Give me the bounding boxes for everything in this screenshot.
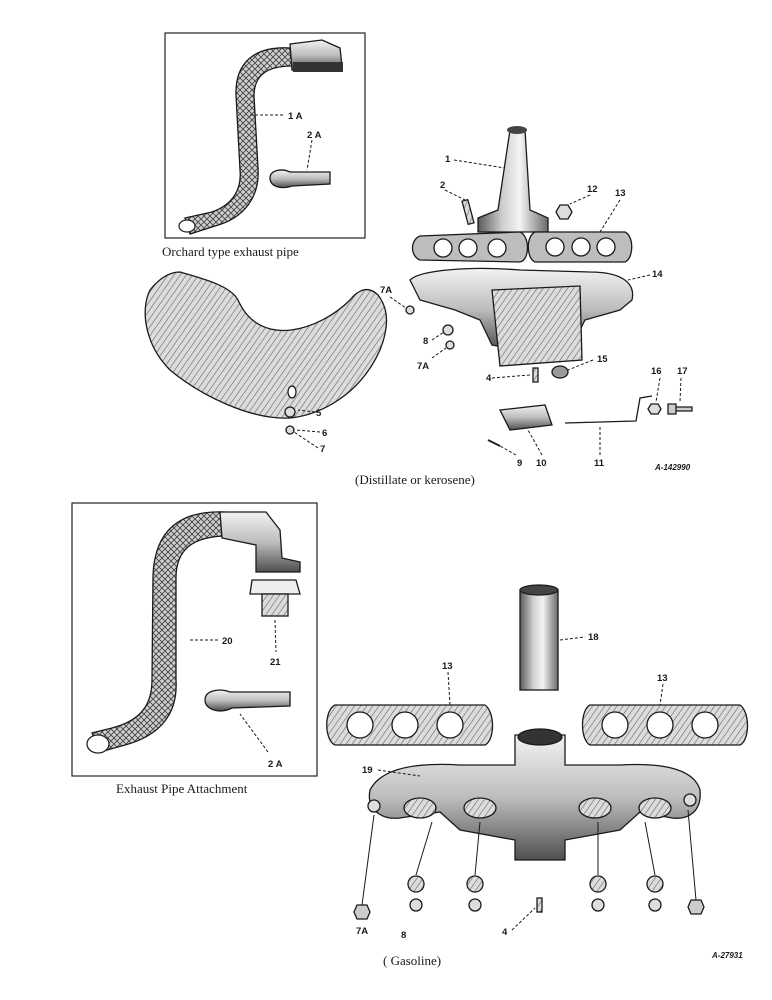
port-1 xyxy=(403,797,437,819)
caption-distillate: (Distillate or kerosene) xyxy=(355,472,475,487)
label-7a-mid: 7A xyxy=(417,361,429,372)
nut-8-b xyxy=(468,898,482,912)
label-11: 11 xyxy=(594,458,605,469)
gasoline-manifold-group xyxy=(326,584,749,931)
caption-orchard: Orchard type exhaust pipe xyxy=(162,244,299,259)
heat-shield-5 xyxy=(144,271,388,419)
port-2 xyxy=(463,797,497,819)
label-7: 7 xyxy=(320,444,325,455)
nut-7a-bottom-left xyxy=(353,904,371,920)
nut-8-d xyxy=(648,898,662,912)
label-1: 1 xyxy=(445,154,451,165)
pipe-outlet xyxy=(178,219,196,233)
code-top: A-142990 xyxy=(654,463,691,472)
gasket-13-left xyxy=(326,704,494,746)
caption-attachment: Exhaust Pipe Attachment xyxy=(116,781,248,796)
pipe-nipple-18 xyxy=(519,589,559,691)
adapter-threads-21 xyxy=(261,593,289,617)
pipe-outlet-bottom xyxy=(86,734,110,754)
label-9: 9 xyxy=(517,458,522,469)
riser-opening xyxy=(517,728,563,746)
manifold-19 xyxy=(368,734,701,861)
washer-8-a xyxy=(407,875,425,893)
label-4-top: 4 xyxy=(486,373,492,384)
label-14: 14 xyxy=(652,269,663,280)
mount-hole-right xyxy=(683,793,697,807)
nut-7a-top xyxy=(405,305,415,315)
label-10: 10 xyxy=(536,458,547,469)
label-5: 5 xyxy=(316,408,322,419)
nut-8-c xyxy=(591,898,605,912)
nut-7 xyxy=(285,425,295,435)
label-2: 2 xyxy=(440,180,445,191)
label-13-top: 13 xyxy=(615,188,626,199)
caption-gasoline: ( Gasoline) xyxy=(383,953,441,968)
label-2a-top: 2 A xyxy=(307,130,322,141)
washer-6 xyxy=(284,406,296,418)
washer-8-top xyxy=(442,324,454,336)
label-21: 21 xyxy=(270,657,281,668)
label-18: 18 xyxy=(588,632,599,643)
mount-hole-left xyxy=(367,799,381,813)
pipe-elbow-bottom xyxy=(219,511,301,573)
pipe-clamp-2a xyxy=(269,169,331,189)
flexible-exhaust-pipe-1a xyxy=(184,47,293,235)
plug-15 xyxy=(551,365,569,379)
rod-11 xyxy=(564,395,653,424)
label-6: 6 xyxy=(322,428,327,439)
pipe-top-opening xyxy=(519,584,559,596)
label-20: 20 xyxy=(222,636,233,647)
nut-12 xyxy=(555,204,573,220)
label-8-bottom: 8 xyxy=(401,930,406,941)
washer-8-b xyxy=(466,875,484,893)
nut-7a-bottom-right xyxy=(687,899,705,915)
nut-7a-mid xyxy=(445,340,455,350)
label-13-right: 13 xyxy=(657,673,668,684)
label-8-top: 8 xyxy=(423,336,428,347)
nut-8-a xyxy=(409,898,423,912)
adapter-flange-21 xyxy=(249,579,301,595)
washer-8-c xyxy=(589,875,607,893)
distillate-manifold-group xyxy=(144,126,693,456)
nut-16 xyxy=(647,403,662,415)
gasket-13-top xyxy=(411,231,633,263)
label-15: 15 xyxy=(597,354,608,365)
pin-9 xyxy=(487,439,501,447)
label-17: 17 xyxy=(677,366,688,377)
label-4-bottom: 4 xyxy=(502,927,508,938)
valve-10 xyxy=(499,404,553,431)
label-7a-top: 7A xyxy=(380,285,392,296)
port-4 xyxy=(638,797,672,819)
elbow-opening xyxy=(507,126,527,134)
bolt-17 xyxy=(667,403,693,415)
label-7a-bottom: 7A xyxy=(356,926,368,937)
exhaust-elbow-1 xyxy=(477,129,549,233)
label-19: 19 xyxy=(362,765,373,776)
stud-4-bottom xyxy=(536,897,543,913)
flange-shadow xyxy=(293,62,343,72)
attachment-inset xyxy=(71,502,318,777)
label-12: 12 xyxy=(587,184,598,195)
label-2a-bottom: 2 A xyxy=(268,759,283,770)
washer-8-d xyxy=(646,875,664,893)
port-3 xyxy=(578,797,612,819)
gasket-13-right xyxy=(581,704,749,746)
shield-hole xyxy=(287,385,297,399)
stud-4-top xyxy=(532,367,539,383)
code-bottom: A-27931 xyxy=(711,951,743,960)
label-16: 16 xyxy=(651,366,662,377)
label-1a: 1 A xyxy=(288,111,303,122)
stud-2 xyxy=(461,198,475,226)
orchard-pipe-inset xyxy=(164,32,366,239)
nuts-and-arrows xyxy=(353,809,705,931)
pipe-clamp-2a-bottom xyxy=(204,689,291,712)
label-13-left: 13 xyxy=(442,661,453,672)
heat-chamber xyxy=(491,285,583,367)
